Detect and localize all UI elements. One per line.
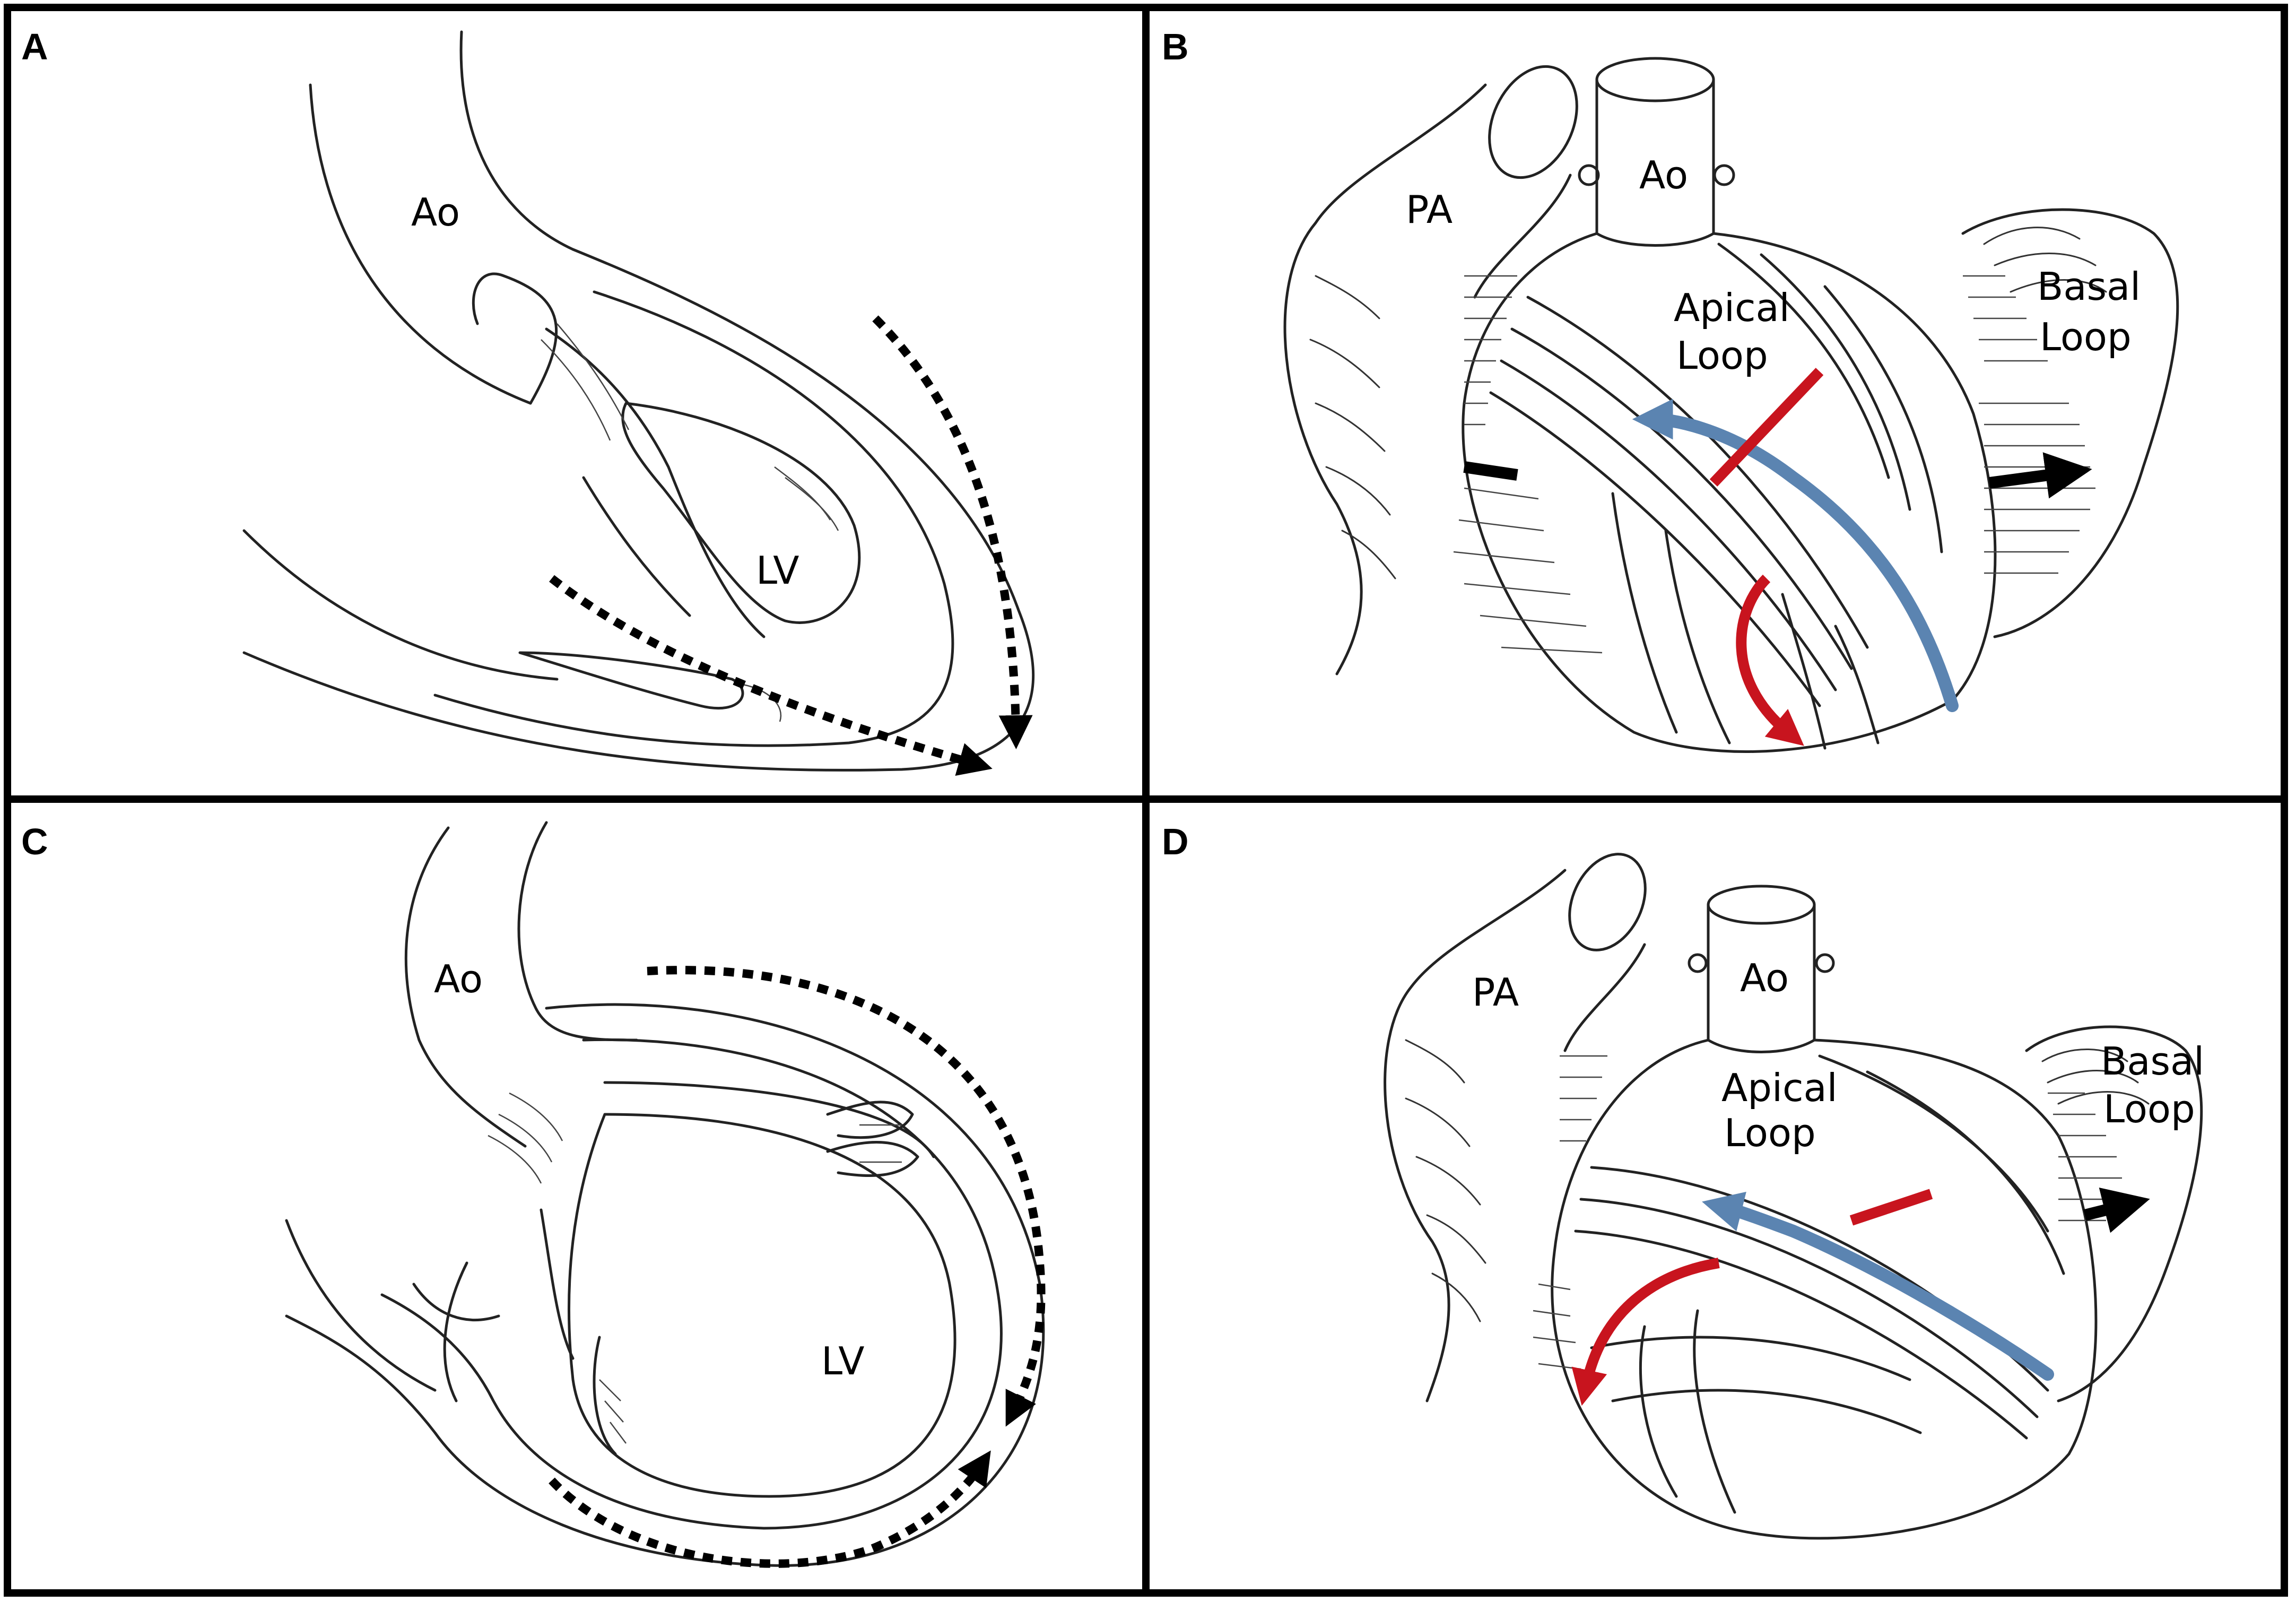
panel-d-aorta-label: Ao — [1740, 956, 1789, 1000]
panel-d-pa-label: PA — [1472, 970, 1519, 1015]
panel-d-basal-label-line1: Basal — [2101, 1039, 2204, 1084]
panel-b-frame — [1142, 4, 2288, 803]
panel-c-aorta-label: Ao — [434, 957, 483, 1001]
panel-b-aorta-label: Ao — [1639, 153, 1688, 197]
panel-c-lv-label: LV — [821, 1339, 864, 1383]
panel-a-letter: A — [21, 26, 48, 67]
panel-d-basal-label-line2: Loop — [2103, 1087, 2195, 1131]
panel-d-heart-band-drawing — [1384, 853, 2203, 1540]
panel-a-aorta-label: Ao — [411, 190, 460, 235]
panel-b-black-arrow-left — [1463, 461, 1518, 481]
panel-b-letter: B — [1162, 26, 1189, 67]
panel-d: D — [1142, 795, 2288, 1597]
panel-c-frame — [4, 795, 1150, 1597]
panel-d-black-arrow-right — [2083, 1187, 2150, 1233]
panel-b-pa-label: PA — [1406, 187, 1453, 232]
panel-c-clockwise-motion-arrow — [647, 966, 1046, 1427]
panel-b-basal-label-line2: Loop — [2040, 315, 2132, 359]
panel-b-red-arrow-lower — [1736, 574, 1804, 746]
panel-a: A Ao LV — [4, 4, 1150, 803]
panel-b-black-arrow-right — [1988, 452, 2092, 499]
panel-d-apical-label-line1: Apical — [1721, 1066, 1838, 1110]
panel-a-apex-motion-arrow — [872, 315, 1033, 749]
panel-a-lv-label: LV — [756, 548, 799, 593]
panel-a-base-motion-arrow — [549, 575, 993, 776]
panel-b-basal-label-line1: Basal — [2037, 264, 2141, 309]
panel-c: C Ao — [4, 795, 1150, 1597]
panel-d-frame — [1142, 795, 2288, 1597]
panel-d-red-arrow-upper — [1849, 1189, 1933, 1226]
panel-b-apical-label-line2: Loop — [1676, 333, 1768, 378]
panel-b-apical-label-line1: Apical — [1674, 285, 1790, 330]
panel-c-counterclockwise-motion-arrow — [549, 1450, 991, 1568]
panel-b-blue-arrow — [1632, 399, 1959, 712]
panel-a-frame — [4, 4, 1150, 803]
panel-a-heart-drawing — [242, 30, 1034, 776]
panel-b-heart-band-drawing — [1283, 57, 2179, 753]
panel-b: B — [1142, 4, 2288, 803]
panel-d-apical-label-line2: Loop — [1724, 1111, 1816, 1155]
panel-c-letter: C — [21, 821, 48, 862]
panel-d-red-arrow-lower — [1571, 1258, 1720, 1406]
panel-d-blue-arrow — [1702, 1191, 2054, 1381]
panel-b-red-arrow-upper — [1709, 368, 1824, 487]
panel-d-letter: D — [1162, 821, 1189, 862]
panel-c-heart-drawing — [285, 821, 1046, 1568]
